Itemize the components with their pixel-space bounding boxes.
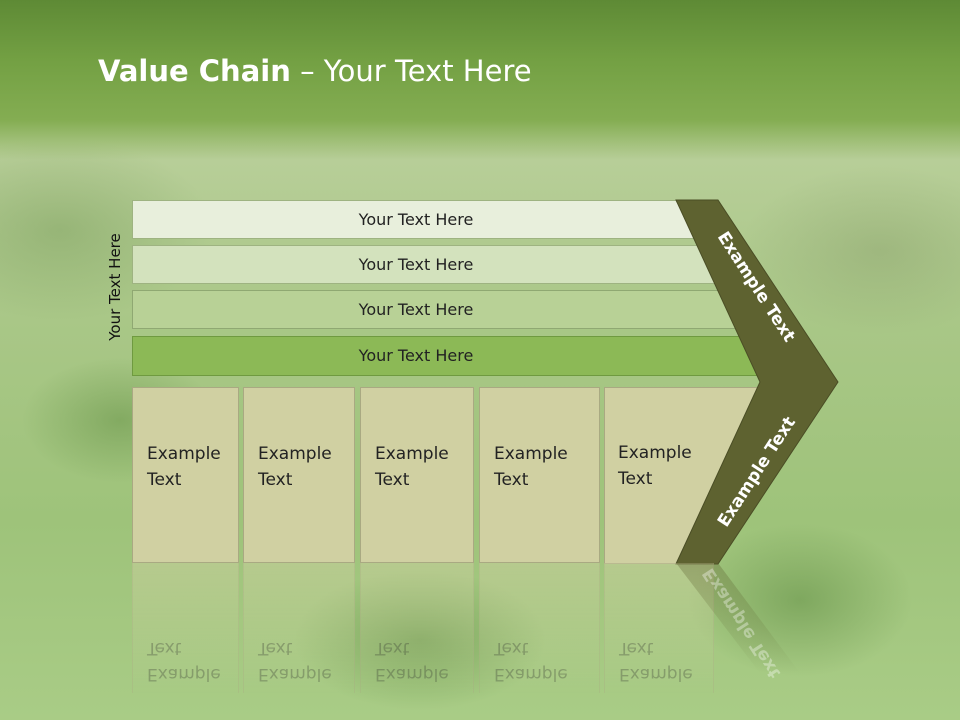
row-1-label: Your Text Here (358, 210, 474, 229)
cell-2-text: Example Text (258, 444, 332, 490)
slide-title: Value Chain – Your Text Here (98, 54, 532, 88)
reflection: Example Text Example Text Example Text E… (0, 563, 960, 720)
row-4-label: Your Text Here (358, 346, 474, 365)
title-bold: Value Chain (98, 54, 291, 88)
cell-1-text: Example Text (147, 444, 221, 490)
reflection-chevron (676, 563, 800, 673)
row-2-label: Your Text Here (358, 255, 474, 274)
cell-1: Example Text (132, 387, 239, 563)
row-3-label: Your Text Here (358, 300, 474, 319)
cell-2: Example Text (243, 387, 355, 563)
cell-3: Example Text (360, 387, 474, 563)
reflection-cell-1: Example Text (132, 563, 239, 693)
reflection-cell-3: Example Text (360, 563, 474, 693)
title-rest: – Your Text Here (290, 54, 532, 88)
reflection-cell-4: Example Text (479, 563, 600, 693)
reflection-cell-2: Example Text (243, 563, 355, 693)
cell-4-text: Example Text (494, 444, 568, 490)
title-band (0, 0, 960, 160)
cell-5-text: Example Text (618, 443, 692, 489)
cell-4: Example Text (479, 387, 600, 563)
cell-3-text: Example Text (375, 444, 449, 490)
